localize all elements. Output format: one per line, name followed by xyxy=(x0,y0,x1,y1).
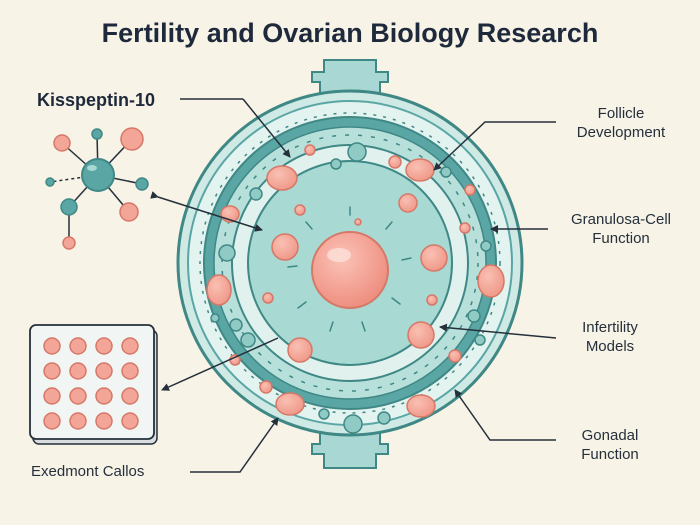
gonadal-function-arrow xyxy=(454,389,556,441)
follicle-label-line1: Follicle xyxy=(597,105,645,122)
well-plate-label: Exedmont Callos xyxy=(31,463,145,480)
infertility-label-line1: Infertility xyxy=(582,319,638,336)
granulosa-label-line2: Function xyxy=(592,230,650,247)
plate-well xyxy=(121,337,139,355)
plate-well xyxy=(69,412,87,430)
molecule-follicle-double-arrow xyxy=(150,191,263,232)
plate-well xyxy=(121,362,139,380)
plate-well xyxy=(43,412,61,430)
plate-well xyxy=(43,337,61,355)
plate-well xyxy=(121,412,139,430)
plate-label-arrow xyxy=(190,417,279,473)
gonadal-label-line1: Gonadal xyxy=(581,427,639,444)
plate-well xyxy=(95,412,113,430)
plate-well xyxy=(69,387,87,405)
diagram-title: Fertility and Ovarian Biology Research xyxy=(101,18,599,48)
arrow-icon xyxy=(242,98,291,158)
plate-well xyxy=(43,387,61,405)
follicle-label-line2: Development xyxy=(576,124,666,141)
plate-well xyxy=(69,362,87,380)
gonadal-label-line2: Function xyxy=(581,446,639,463)
granulosa-label-line1: Granulosa-Cell xyxy=(570,211,672,228)
infertility-models-arrow xyxy=(439,323,557,339)
plate-well xyxy=(121,387,139,405)
plate-well xyxy=(69,337,87,355)
plate-well xyxy=(95,387,113,405)
well-plate-icon xyxy=(29,324,158,445)
molecule-icon xyxy=(45,127,149,250)
plate-well xyxy=(43,362,61,380)
oocyte-rays xyxy=(287,206,412,332)
follicle-development-arrow xyxy=(433,121,556,171)
plate-follicle-arrow xyxy=(161,337,279,391)
inner-cells xyxy=(262,193,448,363)
granulosa-cell-function-label: Granulosa-Cell Function xyxy=(548,210,694,248)
follicle-stalk-top xyxy=(311,59,389,97)
plate-well xyxy=(95,337,113,355)
infertility-label-line2: Models xyxy=(585,338,635,355)
gonadal-function-label: Gonadal Function xyxy=(556,426,664,464)
infertility-models-label: Infertility Models xyxy=(556,318,664,356)
kisspeptin-label: Kisspeptin-10 xyxy=(37,90,156,110)
oocyte-icon xyxy=(311,231,389,309)
follicle-stalk-bottom xyxy=(311,429,389,469)
plate-well xyxy=(95,362,113,380)
follicle-development-label: Follicle Development xyxy=(556,104,686,142)
theca-cells xyxy=(210,142,492,434)
